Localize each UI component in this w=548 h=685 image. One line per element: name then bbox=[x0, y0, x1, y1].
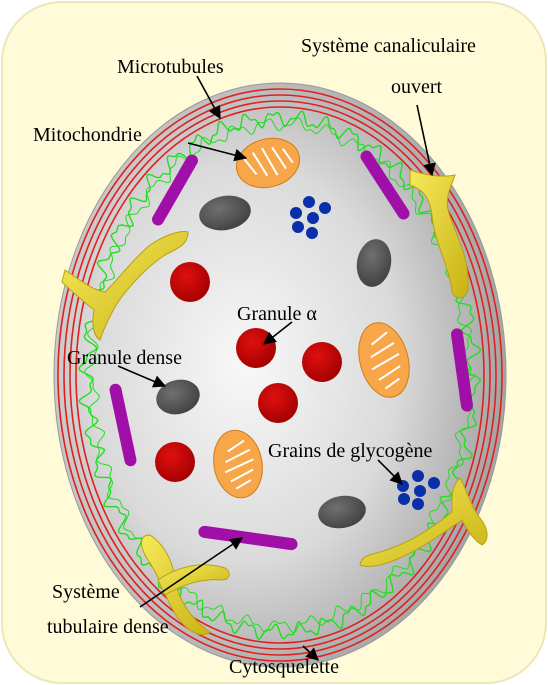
label-dense-granule: Granule dense bbox=[67, 347, 182, 369]
label-mitochondria: Mitochondrie bbox=[33, 124, 142, 146]
label-cytoskeleton: Cytosquelette bbox=[229, 656, 339, 678]
label-microtubules: Microtubules bbox=[117, 56, 224, 78]
label-glycogen: Grains de glycogène bbox=[268, 440, 433, 462]
label-canalicular-line1: Système canaliculaire bbox=[301, 35, 476, 57]
label-granule-alpha: Granule α bbox=[237, 303, 317, 325]
label-dense-tubular-line2: tubulaire dense bbox=[47, 616, 169, 638]
label-dense-tubular-line1: Système bbox=[52, 581, 120, 603]
label-canalicular-line2: ouvert bbox=[391, 76, 443, 98]
